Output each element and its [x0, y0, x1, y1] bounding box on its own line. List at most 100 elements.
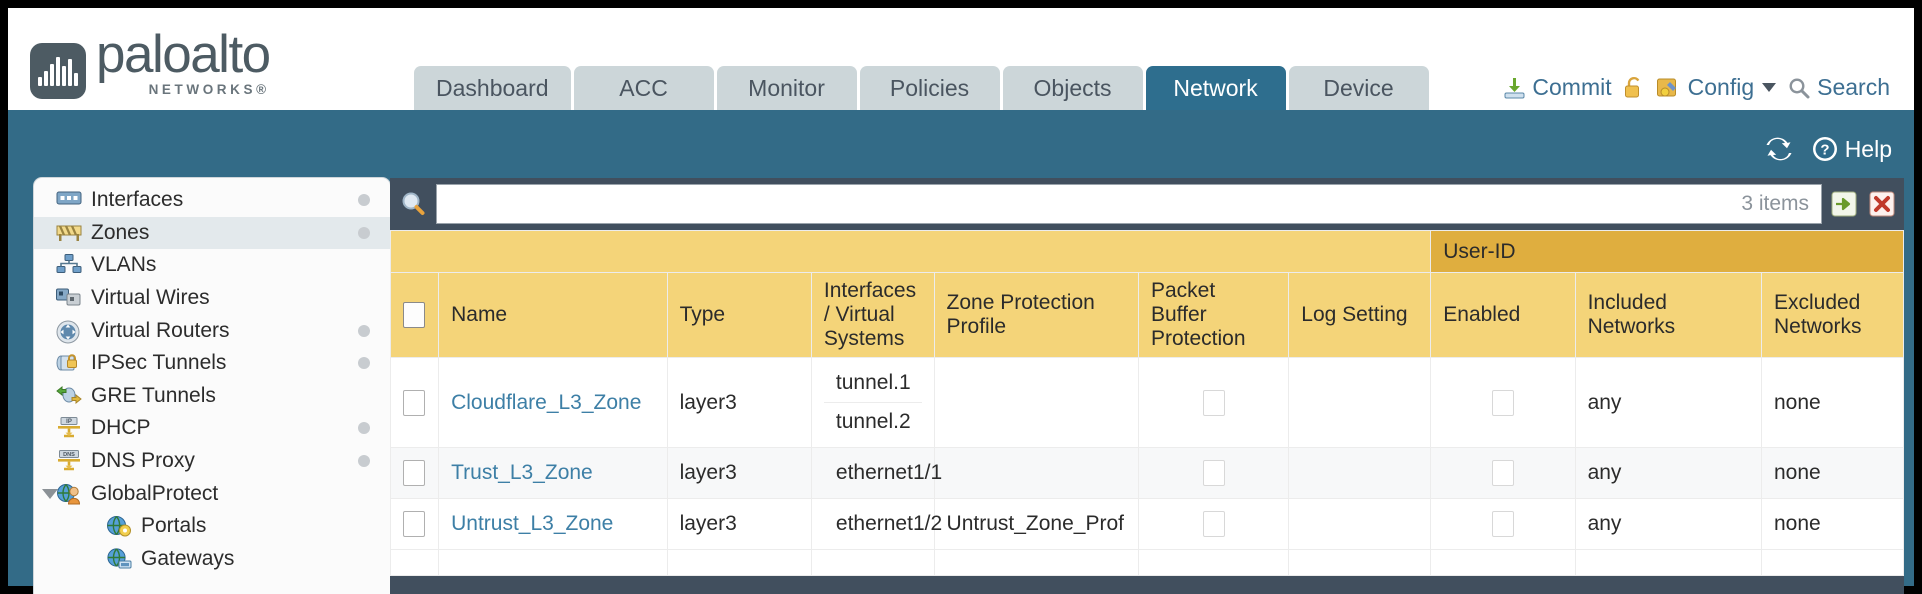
- zone-name-link[interactable]: Untrust_L3_Zone: [451, 512, 614, 535]
- refresh-button[interactable]: [1765, 136, 1793, 162]
- cell-type: layer3: [666, 357, 812, 448]
- sidebar-item-label: Zones: [91, 220, 150, 244]
- portals-icon: [106, 515, 132, 537]
- sidebar-item-vlans[interactable]: VLANs: [34, 249, 390, 282]
- nav-tab-objects[interactable]: Objects: [1002, 66, 1143, 110]
- sidebar-item-globalprotect[interactable]: GlobalProtect: [34, 477, 390, 510]
- zone-name-link[interactable]: Cloudflare_L3_Zone: [451, 390, 642, 414]
- sidebar-item-status-dot[interactable]: [358, 226, 370, 239]
- cell-userid-enabled[interactable]: [1430, 447, 1576, 499]
- cell-zone-protection-profile: Untrust_Zone_Prof: [933, 498, 1139, 550]
- help-button[interactable]: ? Help: [1811, 135, 1892, 163]
- sidebar-item-zones[interactable]: Zones: [34, 216, 390, 250]
- interfaces-icon: [56, 189, 82, 211]
- zone-name-link[interactable]: Trust_L3_Zone: [451, 461, 593, 484]
- virtual-wires-icon: [56, 287, 82, 309]
- sidebar-item-portals[interactable]: Portals: [34, 510, 390, 543]
- sidebar-item-interfaces[interactable]: Interfaces: [34, 184, 390, 217]
- userid-enabled-checkbox[interactable]: [1491, 460, 1514, 486]
- col-header-zone-protection-profile[interactable]: Zone Protection Profile: [933, 272, 1139, 358]
- nav-tab-dashboard[interactable]: Dashboard: [414, 66, 571, 110]
- sidebar-item-virtual-routers[interactable]: Virtual Routers: [34, 314, 390, 347]
- select-all-checkbox[interactable]: [403, 302, 425, 328]
- sidebar-item-label: DHCP: [91, 416, 151, 440]
- select-all-header[interactable]: [390, 272, 440, 358]
- refresh-icon: [1766, 137, 1792, 161]
- ipsec-tunnels-icon: [56, 352, 82, 374]
- sidebar-item-status-dot[interactable]: [358, 194, 370, 207]
- col-header-log-setting[interactable]: Log Setting: [1288, 272, 1432, 358]
- cell-userid-enabled[interactable]: [1430, 357, 1576, 448]
- interface-entry: tunnel.2: [835, 410, 911, 433]
- row-select-checkbox[interactable]: [403, 460, 425, 486]
- col-header-enabled[interactable]: Enabled: [1430, 272, 1576, 358]
- cell-packet-buffer-protection[interactable]: [1137, 357, 1290, 448]
- sidebar-item-label: Virtual Routers: [91, 318, 230, 342]
- row-select-cell[interactable]: [390, 447, 440, 499]
- nav-tab-policies[interactable]: Policies: [859, 66, 1000, 110]
- sidebar-item-status-dot[interactable]: [358, 324, 370, 337]
- search-button[interactable]: Search: [1787, 74, 1890, 101]
- zones-icon: [56, 222, 82, 244]
- table-row[interactable]: Cloudflare_L3_Zone layer3 tunnel.1 tunnel.2…: [390, 357, 1904, 448]
- col-header-excluded-networks[interactable]: Excluded Networks: [1760, 272, 1904, 358]
- expander-triangle-icon[interactable]: [42, 488, 58, 499]
- col-header-interfaces-virtual-systems[interactable]: Interfaces / Virtual Systems: [810, 272, 935, 358]
- sidebar-item-gateways[interactable]: Gateways: [34, 543, 390, 576]
- row-select-checkbox[interactable]: [403, 389, 425, 416]
- row-select-checkbox[interactable]: [403, 511, 425, 537]
- clear-filter-button[interactable]: [1866, 191, 1898, 217]
- cell-log-setting: [1288, 357, 1432, 448]
- cell-packet-buffer-protection[interactable]: [1137, 498, 1290, 550]
- cell-included-networks: any: [1574, 357, 1762, 448]
- packet-buffer-protection-checkbox[interactable]: [1202, 511, 1225, 537]
- sidebar-item-label: Virtual Wires: [91, 286, 210, 310]
- sidebar-item-ipsec-tunnels[interactable]: IPSec Tunnels: [34, 347, 390, 380]
- sidebar-item-status-dot[interactable]: [358, 455, 370, 468]
- cell-name: Untrust_L3_Zone: [438, 498, 668, 550]
- col-header-included-networks[interactable]: Included Networks: [1574, 272, 1762, 358]
- nav-tab-acc[interactable]: ACC: [573, 66, 714, 110]
- lock-button[interactable]: [1623, 76, 1645, 100]
- sidebar-item-virtual-wires[interactable]: Virtual Wires: [34, 282, 390, 315]
- filler-cell: [1137, 549, 1290, 576]
- config-menu-button[interactable]: Config: [1656, 74, 1777, 101]
- clear-filter-x-icon: [1869, 191, 1895, 217]
- paloalto-logo[interactable]: paloalto NETWORKS®: [30, 28, 271, 99]
- filler-cell: [1430, 549, 1576, 576]
- cell-excluded-networks: none: [1760, 447, 1904, 499]
- row-select-cell[interactable]: [390, 498, 440, 550]
- packet-buffer-protection-checkbox[interactable]: [1202, 460, 1225, 486]
- nav-tab-device[interactable]: Device: [1288, 66, 1429, 110]
- search-magnifier-icon[interactable]: [396, 190, 430, 218]
- nav-tab-network[interactable]: Network: [1145, 66, 1286, 110]
- col-header-type[interactable]: Type: [666, 272, 812, 358]
- cell-name: Trust_L3_Zone: [438, 447, 668, 499]
- cell-name: Cloudflare_L3_Zone: [438, 357, 668, 448]
- row-select-cell[interactable]: [390, 357, 440, 448]
- filter-input-wrap[interactable]: 3 items: [436, 184, 1822, 224]
- cell-userid-enabled[interactable]: [1430, 498, 1576, 550]
- commit-download-icon: [1504, 77, 1525, 98]
- apply-filter-button[interactable]: [1828, 191, 1860, 217]
- userid-enabled-checkbox[interactable]: [1491, 389, 1514, 416]
- user-id-group-header: User-ID: [1430, 230, 1904, 273]
- packet-buffer-protection-checkbox[interactable]: [1202, 389, 1225, 416]
- col-header-name[interactable]: Name: [438, 272, 668, 358]
- sidebar-item-label: Portals: [141, 514, 207, 538]
- sidebar-item-status-dot[interactable]: [358, 357, 370, 370]
- col-header-packet-buffer-protection[interactable]: Packet Buffer Protection: [1137, 272, 1290, 358]
- nav-tab-monitor[interactable]: Monitor: [716, 66, 857, 110]
- filler-cell: [438, 549, 668, 576]
- sidebar-item-status-dot[interactable]: [358, 422, 370, 435]
- cell-packet-buffer-protection[interactable]: [1137, 447, 1290, 499]
- interface-entry: tunnel.1: [823, 364, 922, 403]
- userid-enabled-checkbox[interactable]: [1491, 511, 1514, 537]
- commit-button[interactable]: Commit: [1502, 74, 1612, 101]
- sidebar-item-gre-tunnels[interactable]: GRE Tunnels: [34, 380, 390, 413]
